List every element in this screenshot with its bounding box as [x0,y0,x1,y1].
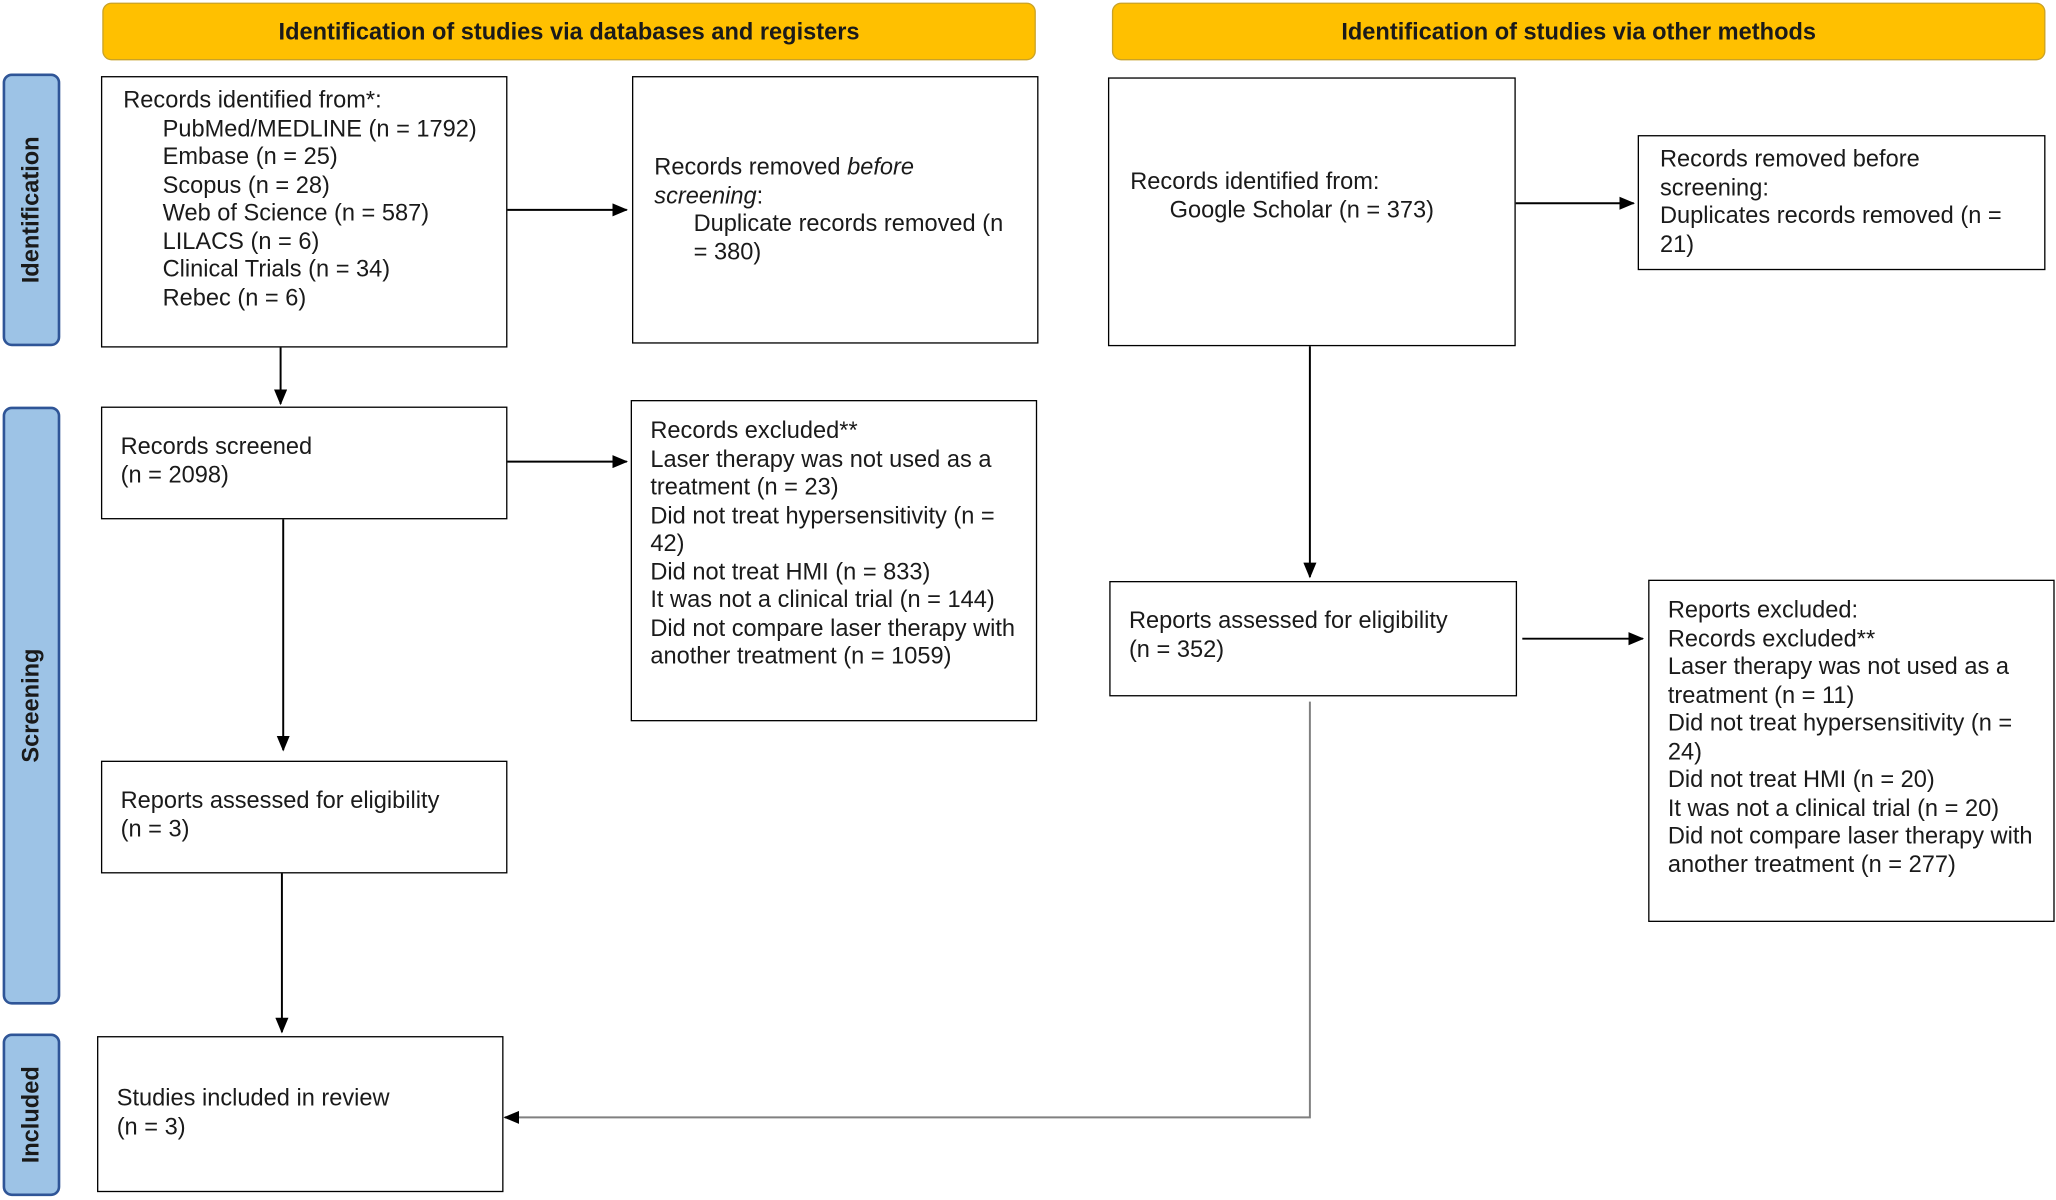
db-reports-eligibility-box: Reports assessed for eligibility (n = 3) [100,760,508,874]
db-eligibility-title: Reports assessed for eligibility [120,786,440,814]
db-excluded-reason: Did not compare laser therapy with anoth… [650,614,1016,669]
db-removed-heading: Records removed before screening: [654,153,1021,209]
db-removed-colon: : [756,181,764,208]
other-eligibility-title: Reports assessed for eligibility [1128,607,1448,634]
db-source-item: LILACS (n = 6) [162,227,320,254]
db-source-item: Embase (n = 25) [162,142,338,170]
db-source-item: Scopus (n = 28) [162,171,330,198]
other-excluded-subtitle: Records excluded** [1667,624,1876,652]
phase-screening: Screening [2,406,61,1005]
included-n: (n = 3) [116,1112,186,1140]
db-eligibility-n: (n = 3) [120,815,190,842]
db-excluded-reason: Did not treat hypersensitivity (n = 42) [650,501,995,557]
db-removed-italic: before screening [654,153,915,208]
db-excluded-reason: Did not treat HMI (n = 833) [650,558,931,585]
db-excluded-title: Records excluded** [650,417,858,444]
other-removed-title: Records removed before screening: [1659,145,1920,201]
db-records-removed-box: Records removed before screening: Duplic… [631,76,1039,344]
other-excluded-reason: Did not treat HMI (n = 20) [1667,765,1935,793]
db-excluded-reason: Laser therapy was not used as a treatmen… [650,445,992,500]
other-eligibility-n: (n = 352) [1128,635,1225,662]
phase-included: Included [2,1033,61,1197]
db-excluded-reason: It was not a clinical trial (n = 144) [650,586,995,613]
connector-other-to-included [511,701,1311,1119]
other-identified-title: Records identified from: [1130,167,1380,195]
other-identified-source: Google Scholar (n = 373) [1169,196,1434,223]
db-records-excluded-box: Records excluded** Laser therapy was not… [630,400,1038,722]
studies-included-box: Studies included in review (n = 3) [97,1036,504,1193]
other-reports-excluded-box: Reports excluded: Records excluded** Las… [1648,579,2055,922]
other-excluded-title: Reports excluded: [1667,596,1859,623]
other-excluded-reason: Laser therapy was not used as a treatmen… [1667,653,2009,708]
other-removed-duplicates: Duplicates records removed (n = 21) [1659,201,2002,257]
other-reports-eligibility-box: Reports assessed for eligibility (n = 35… [1109,580,1518,697]
other-excluded-reason: Did not compare laser therapy with anoth… [1667,822,2033,877]
db-records-identified-box: Records identified from*: PubMed/MEDLINE… [100,76,508,348]
phase-identification: Identification [2,73,61,347]
db-source-item: Clinical Trials (n = 34) [162,255,391,282]
other-records-removed-box: Records removed before screening: Duplic… [1637,135,2046,271]
db-records-screened-box: Records screened (n = 2098) [100,406,508,520]
header-databases: Identification of studies via databases … [102,2,1036,61]
other-records-identified-box: Records identified from: Google Scholar … [1107,77,1516,347]
header-other-methods: Identification of studies via other meth… [1111,2,2046,61]
db-source-item: Rebec (n = 6) [162,283,307,311]
other-excluded-reason: It was not a clinical trial (n = 20) [1667,794,2000,821]
other-excluded-reason: Did not treat hypersensitivity (n = 24) [1667,709,2013,764]
db-identified-title: Records identified from*: [123,86,382,113]
db-screened-title: Records screened [120,432,313,460]
db-screened-n: (n = 2098) [120,460,229,488]
db-removed-duplicates: Duplicate records removed (n = 380) [693,209,1004,265]
db-removed-prefix: Records removed [654,153,848,180]
db-source-item: PubMed/MEDLINE (n = 1792) [162,114,477,141]
included-title: Studies included in review [116,1084,390,1111]
db-source-item: Web of Science (n = 587) [162,199,430,226]
